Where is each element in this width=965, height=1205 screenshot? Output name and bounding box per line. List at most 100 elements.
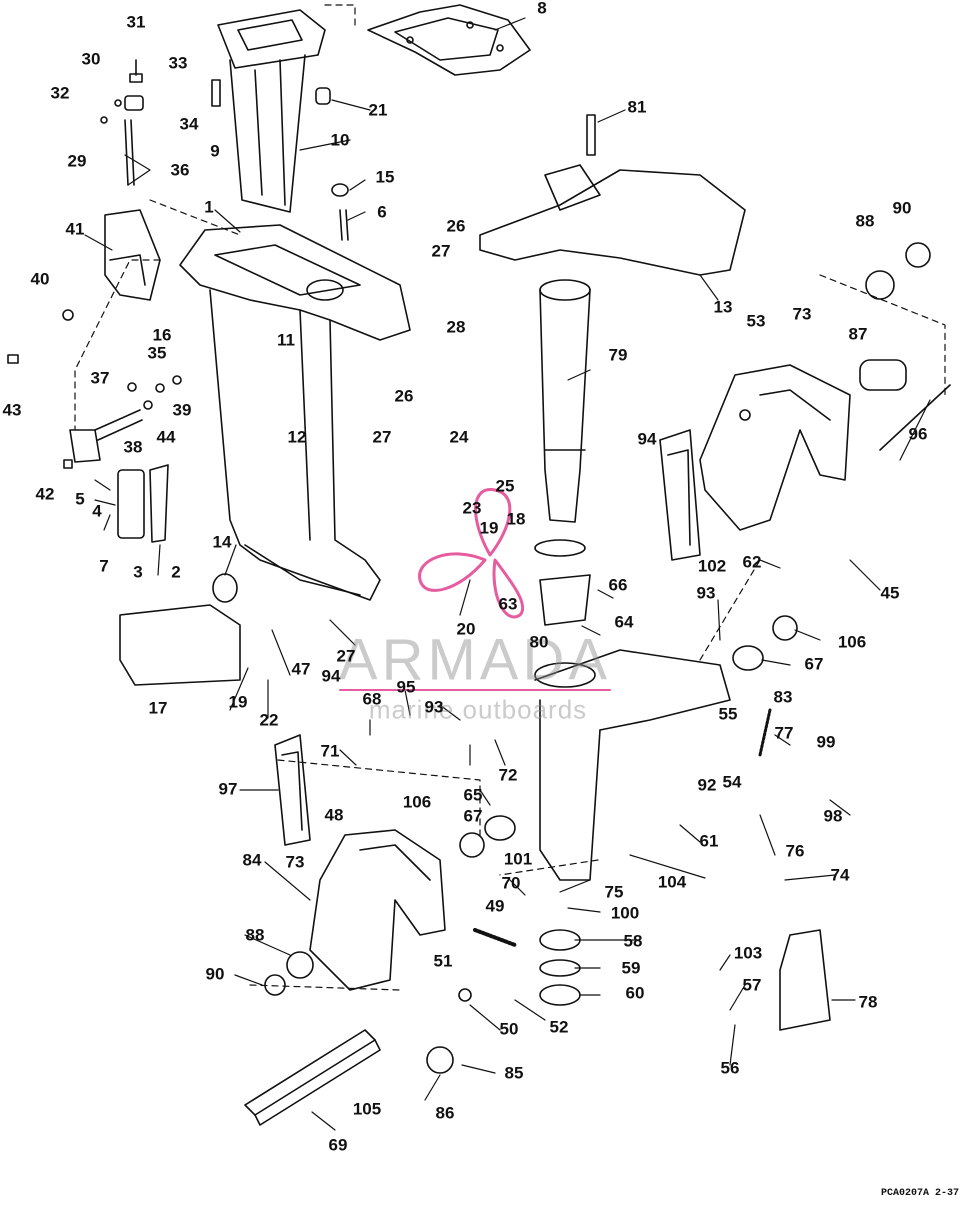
watermark-brand-name: ARMADA [338, 627, 612, 693]
callout-label: 44 [156, 427, 176, 447]
callout-label: 6 [377, 202, 387, 222]
callout-label: 29 [67, 151, 87, 171]
callout-label: 63 [498, 594, 518, 614]
callout-label: 9 [210, 141, 220, 161]
callout-label: 99 [816, 732, 836, 752]
callout-label: 66 [608, 575, 628, 595]
callout-label: 61 [699, 831, 719, 851]
callout-label: 26 [446, 216, 466, 236]
pivot-shaft-79-part [539, 279, 591, 523]
stern-bracket-48-part [309, 829, 446, 991]
link-97-part [274, 734, 311, 846]
callout-label: 95 [396, 677, 416, 697]
callout-label: 76 [785, 841, 805, 861]
callout-label: 98 [823, 806, 843, 826]
bracket-41-part [62, 209, 161, 321]
callout-label: 77 [774, 723, 794, 743]
callout-label: 38 [123, 437, 143, 457]
callout-label: 53 [746, 311, 766, 331]
callout-label: 47 [291, 659, 311, 679]
callout-label: 60 [625, 983, 645, 1003]
callout-label: 88 [855, 211, 875, 231]
callout-label: 12 [287, 427, 307, 447]
callout-label: 7 [99, 556, 109, 576]
dashed-guide-lines [74, 4, 946, 991]
callout-label: 67 [463, 806, 483, 826]
callout-label: 43 [2, 400, 22, 420]
callout-label: 67 [804, 654, 824, 674]
callout-label: 19 [479, 518, 499, 538]
callout-label: 39 [172, 400, 192, 420]
callout-label: 86 [435, 1103, 455, 1123]
callout-label: 87 [848, 324, 868, 344]
callout-label: 54 [722, 772, 742, 792]
callout-label: 49 [485, 896, 505, 916]
callout-label: 56 [720, 1058, 740, 1078]
callout-label: 85 [504, 1063, 524, 1083]
callout-label: 52 [549, 1017, 569, 1037]
callout-label: 84 [242, 850, 262, 870]
callout-label: 90 [205, 964, 225, 984]
figure-code: PCA0207A 2-37 [880, 1188, 959, 1199]
callout-label: 14 [212, 532, 232, 552]
callout-label: 81 [627, 97, 647, 117]
callout-label: 71 [320, 741, 340, 761]
callout-label: 106 [837, 632, 867, 652]
cover-17-part [119, 573, 241, 686]
callout-label: 28 [446, 317, 466, 337]
callout-label: 50 [499, 1019, 519, 1039]
callout-label: 102 [697, 556, 727, 576]
callout-label: 51 [433, 951, 453, 971]
callout-label: 94 [637, 429, 657, 449]
callout-label: 65 [463, 785, 483, 805]
callout-label: 25 [495, 476, 515, 496]
callout-label: 72 [498, 765, 518, 785]
callout-label: 19 [228, 692, 248, 712]
callout-label: 20 [456, 619, 476, 639]
callout-label: 48 [324, 805, 344, 825]
misc-washers [264, 242, 951, 1074]
clamp-78-part [779, 929, 831, 1031]
callout-label: 74 [830, 865, 850, 885]
leader-lines [84, 17, 931, 1131]
callout-label: 10 [330, 130, 350, 150]
callout-label: 34 [179, 114, 199, 134]
callout-label: 41 [65, 219, 85, 239]
callout-label: 70 [501, 873, 521, 893]
swivel-housing-part [534, 539, 731, 881]
callout-label: 62 [742, 552, 762, 572]
callout-label: 27 [336, 646, 356, 666]
callout-label: 79 [608, 345, 628, 365]
callout-label: 45 [880, 583, 900, 603]
callout-label: 24 [449, 427, 469, 447]
callout-label: 8 [537, 0, 547, 18]
callout-label: 97 [218, 779, 238, 799]
callout-label: 22 [259, 710, 279, 730]
callout-label: 17 [148, 698, 168, 718]
gasket-part [367, 4, 531, 76]
callout-label: 75 [604, 882, 624, 902]
callout-label: 27 [431, 241, 451, 261]
callout-label: 42 [35, 484, 55, 504]
callout-label: 2 [171, 562, 181, 582]
callout-label: 64 [614, 612, 634, 632]
callout-label: 69 [328, 1135, 348, 1155]
watermark-tagline: marine outboards [368, 694, 588, 725]
bar-105-part [244, 1029, 381, 1126]
callout-label: 26 [394, 386, 414, 406]
callout-label: 16 [152, 325, 172, 345]
callout-label: 23 [462, 498, 482, 518]
shift-lever-parts [7, 354, 182, 543]
callout-label: 73 [285, 852, 305, 872]
callout-label: 94 [321, 666, 341, 686]
small-hardware-cluster [100, 59, 349, 241]
callout-label: 103 [733, 943, 763, 963]
callout-label: 31 [126, 12, 146, 32]
callout-label: 36 [170, 160, 190, 180]
callout-label: 90 [892, 198, 912, 218]
callout-label: 13 [713, 297, 733, 317]
callout-label: 104 [657, 872, 687, 892]
callout-label: 35 [147, 343, 167, 363]
callout-label: 18 [506, 509, 526, 529]
callout-label: 1 [204, 197, 214, 217]
